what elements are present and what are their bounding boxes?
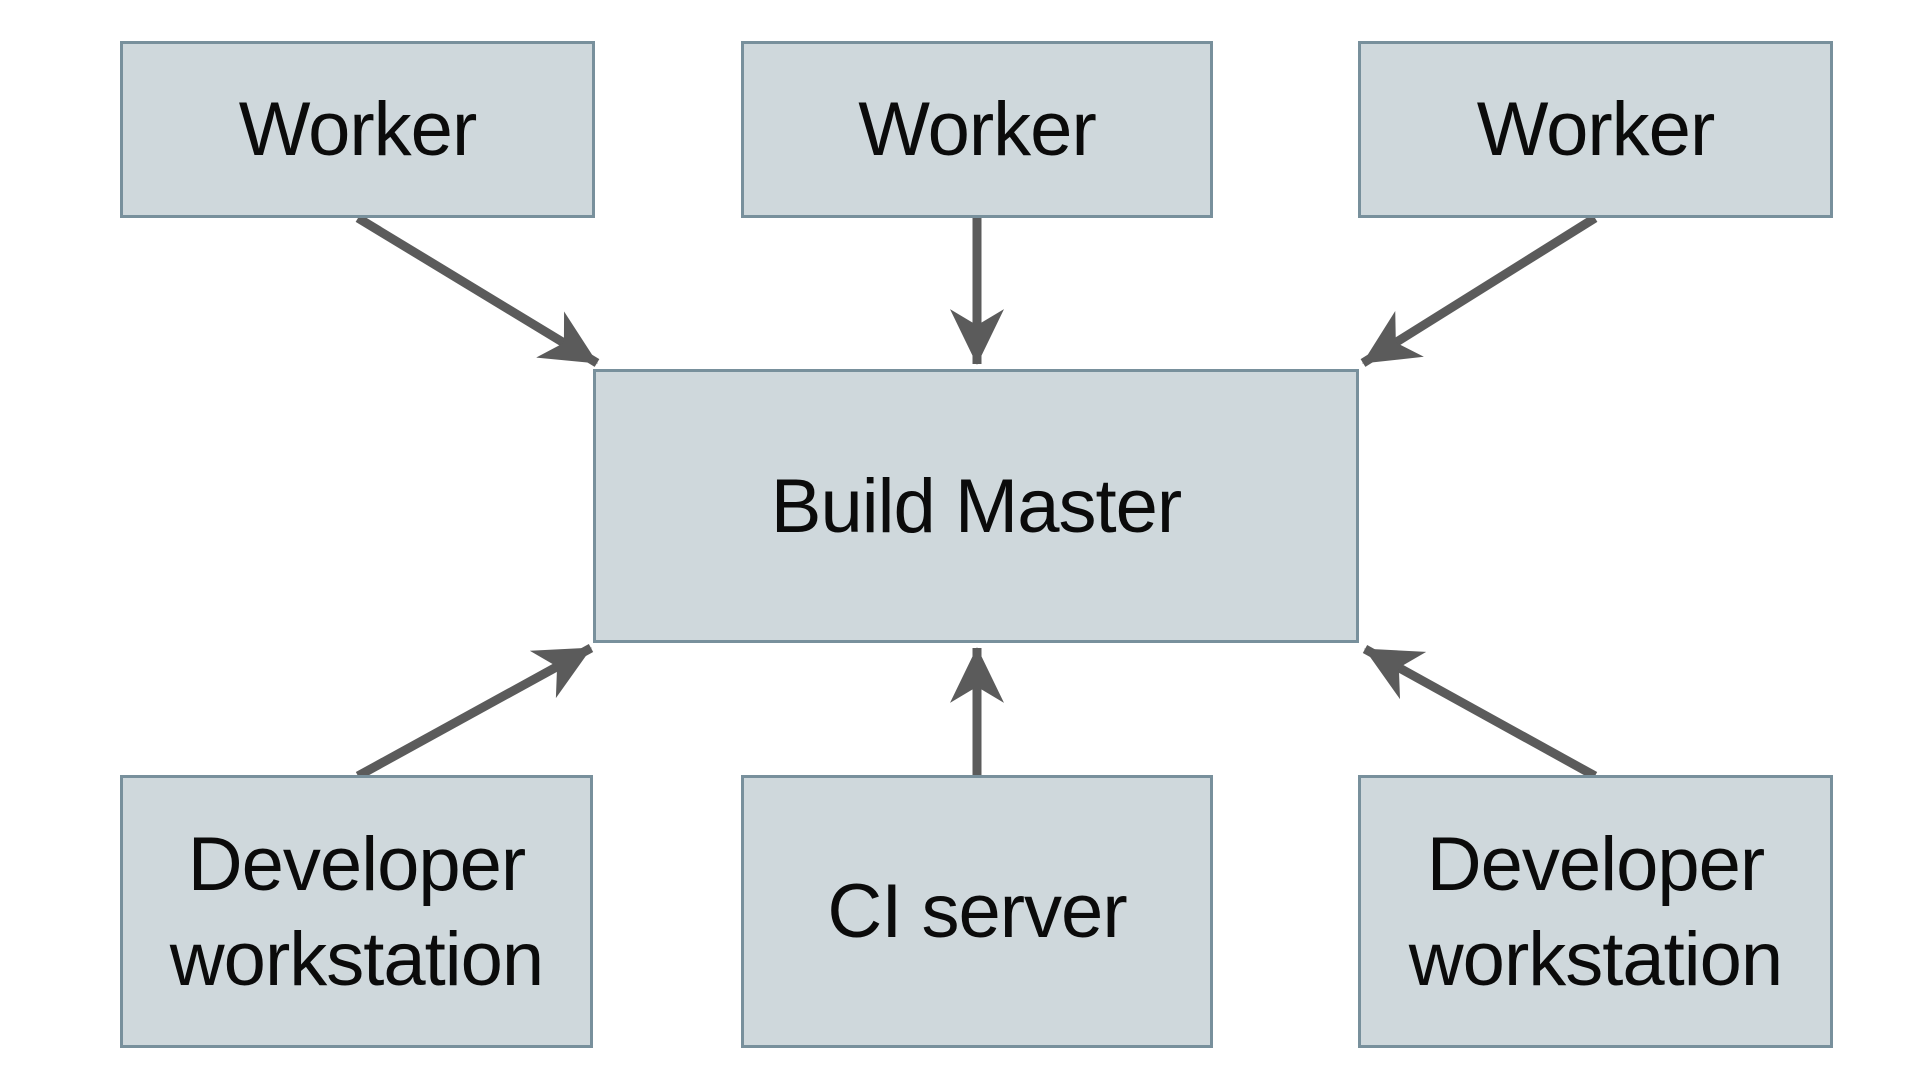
node-worker-2-label: Worker	[858, 87, 1097, 172]
arrow-worker1-to-buildmaster	[355, 214, 600, 367]
node-build-master-label: Build Master	[770, 463, 1182, 549]
node-developer-workstation-right: Developer workstation	[1358, 775, 1833, 1048]
arrow-worker3-to-buildmaster	[1360, 214, 1598, 367]
node-worker-3: Worker	[1358, 41, 1833, 218]
node-worker-1-label: Worker	[238, 87, 478, 172]
node-ci-server: CI server	[741, 775, 1213, 1048]
node-worker-2: Worker	[741, 41, 1213, 218]
node-developer-workstation-right-label: Developer workstation	[1408, 821, 1783, 1002]
node-ci-server-label: CI server	[827, 869, 1127, 954]
node-developer-workstation-left: Developer workstation	[120, 775, 593, 1048]
node-worker-3-label: Worker	[1476, 87, 1716, 172]
node-worker-1: Worker	[120, 41, 595, 218]
node-build-master: Build Master	[593, 369, 1359, 643]
arrow-devright-to-buildmaster	[1362, 645, 1598, 780]
arrow-devleft-to-buildmaster	[355, 644, 594, 780]
node-developer-workstation-left-label: Developer workstation	[169, 821, 544, 1002]
